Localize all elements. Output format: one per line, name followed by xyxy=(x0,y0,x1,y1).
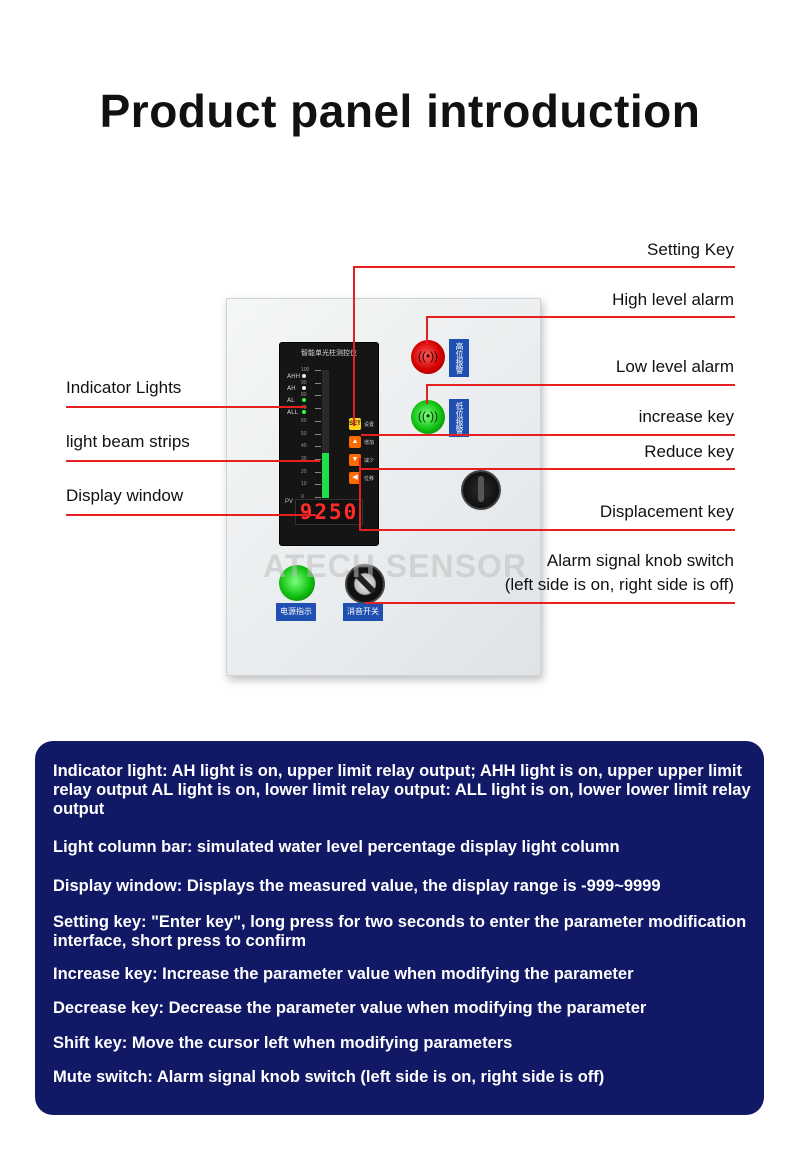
displacement-key-caption: 位移 xyxy=(364,476,375,482)
scale-tick-label: 20 xyxy=(301,468,307,475)
scale-tick xyxy=(315,446,321,448)
description-indicator-light: Indicator light: AH light is on, upper l… xyxy=(53,762,751,818)
increase-key[interactable]: ▲ xyxy=(349,436,361,448)
high-level-alarm-lamp: ((•)) xyxy=(411,340,445,374)
light-beam-strip xyxy=(322,370,329,498)
indicator-label-ah: AH xyxy=(287,385,296,392)
scale-tick-label: 0 xyxy=(301,494,304,500)
scale-tick-label: 60 xyxy=(301,417,307,424)
scale-tick xyxy=(315,408,321,410)
leader-increase-key xyxy=(361,434,735,436)
label-light-beam-strips: light beam strips xyxy=(66,432,190,451)
scale-tick-label: 10 xyxy=(301,481,307,488)
watermark: ATECH SENSOR xyxy=(263,548,527,584)
alarm-icon: ((•)) xyxy=(417,409,439,423)
label-displacement-key: Displacement key xyxy=(599,502,734,521)
display-window: 9250 xyxy=(295,499,363,525)
leader-low-level-alarm-vertical xyxy=(426,384,428,404)
alarm-icon: ((•)) xyxy=(417,349,439,363)
scale-tick-label: 90 xyxy=(301,379,307,386)
scale-tick xyxy=(315,433,321,435)
set-key[interactable]: SET xyxy=(349,418,361,430)
scale-tick xyxy=(315,484,321,486)
scale-tick-label: 80 xyxy=(301,392,307,399)
leader-light-beam xyxy=(66,460,320,462)
scale-tick-label: 40 xyxy=(301,443,307,450)
label-reduce-key: Reduce key xyxy=(644,442,734,461)
mute-plate: 消音开关 xyxy=(343,603,383,621)
description-display-window: Display window: Displays the measured va… xyxy=(53,877,661,895)
high-alarm-plate: 高位报警 xyxy=(449,339,469,377)
indicator-light-al xyxy=(302,398,306,402)
indicator-light-ahh xyxy=(302,374,306,378)
leader-high-level-alarm xyxy=(427,316,735,318)
set-key-caption: 设置 xyxy=(364,422,375,428)
leader-reduce-key xyxy=(361,468,735,470)
indicator-label-all: ALL xyxy=(287,409,298,416)
low-alarm-plate: 低位报警 xyxy=(449,399,469,437)
scale-tick xyxy=(315,497,321,498)
light-beam-fill xyxy=(322,453,329,498)
pv-label: PV xyxy=(285,499,294,505)
page-title: Product panel introduction xyxy=(99,85,701,137)
label-indicator-lights: Indicator Lights xyxy=(66,378,182,397)
leader-displacement-vertical xyxy=(359,458,361,530)
label-low-level-alarm: Low level alarm xyxy=(615,357,734,376)
power-indicator-lamp xyxy=(279,565,315,601)
label-high-level-alarm: High level alarm xyxy=(612,290,734,309)
low-level-alarm-lamp: ((•)) xyxy=(411,400,445,434)
description-increase-key: Increase key: Increase the parameter val… xyxy=(53,965,634,983)
scale-tick-label: 50 xyxy=(301,430,307,437)
description-shift-key: Shift key: Move the cursor left when mod… xyxy=(53,1034,513,1052)
scale-tick-label: 100 xyxy=(301,367,310,373)
meter-title: 智能单光柱测控仪 xyxy=(301,349,357,357)
leader-alarm-knob xyxy=(365,602,735,604)
scale-tick xyxy=(315,395,321,397)
leader-indicator-lights xyxy=(66,406,306,408)
label-increase-key: increase key xyxy=(638,407,734,426)
scale-tick xyxy=(315,420,321,422)
label-display-window: Display window xyxy=(66,486,184,505)
reduce-key-caption: 减少 xyxy=(364,458,375,464)
selector-knob[interactable] xyxy=(461,470,501,510)
indicator-label-al: AL xyxy=(287,397,295,404)
label-alarm-knob-line2: (left side is on, right side is off) xyxy=(504,575,734,594)
label-setting-key: Setting Key xyxy=(647,240,734,259)
leader-display-window xyxy=(66,514,316,516)
description-setting-key: Setting key: "Enter key", long press for… xyxy=(53,913,747,950)
leader-low-level-alarm xyxy=(427,384,735,386)
increase-key-caption: 增加 xyxy=(364,440,375,446)
indicator-light-ah xyxy=(302,386,306,390)
indicator-light-all xyxy=(302,410,306,414)
scale-tick xyxy=(315,370,321,371)
indicator-label-ahh: AHH xyxy=(287,373,301,380)
scale-tick-label: 70 xyxy=(301,405,307,412)
description-mute-switch: Mute switch: Alarm signal knob switch (l… xyxy=(53,1068,605,1086)
power-plate: 电源指示 xyxy=(276,603,316,621)
scale-tick-label: 30 xyxy=(301,455,307,462)
leader-high-level-alarm-vertical xyxy=(426,316,428,344)
leader-setting-key-vertical xyxy=(353,266,355,426)
description-box: Indicator light: AH light is on, upper l… xyxy=(35,741,764,1115)
knob-handle xyxy=(478,476,484,502)
label-alarm-knob-line1: Alarm signal knob switch xyxy=(546,551,734,570)
reduce-key[interactable]: ▼ xyxy=(349,454,361,466)
description-light-column: Light column bar: simulated water level … xyxy=(53,838,620,856)
scale-tick xyxy=(315,382,321,384)
scale-tick xyxy=(315,471,321,473)
displacement-key[interactable]: ◀ xyxy=(349,472,361,484)
scale-tick xyxy=(315,458,321,460)
leader-displacement-key xyxy=(359,529,735,531)
leader-setting-key xyxy=(354,266,735,268)
description-decrease-key: Decrease key: Decrease the parameter val… xyxy=(53,999,647,1017)
